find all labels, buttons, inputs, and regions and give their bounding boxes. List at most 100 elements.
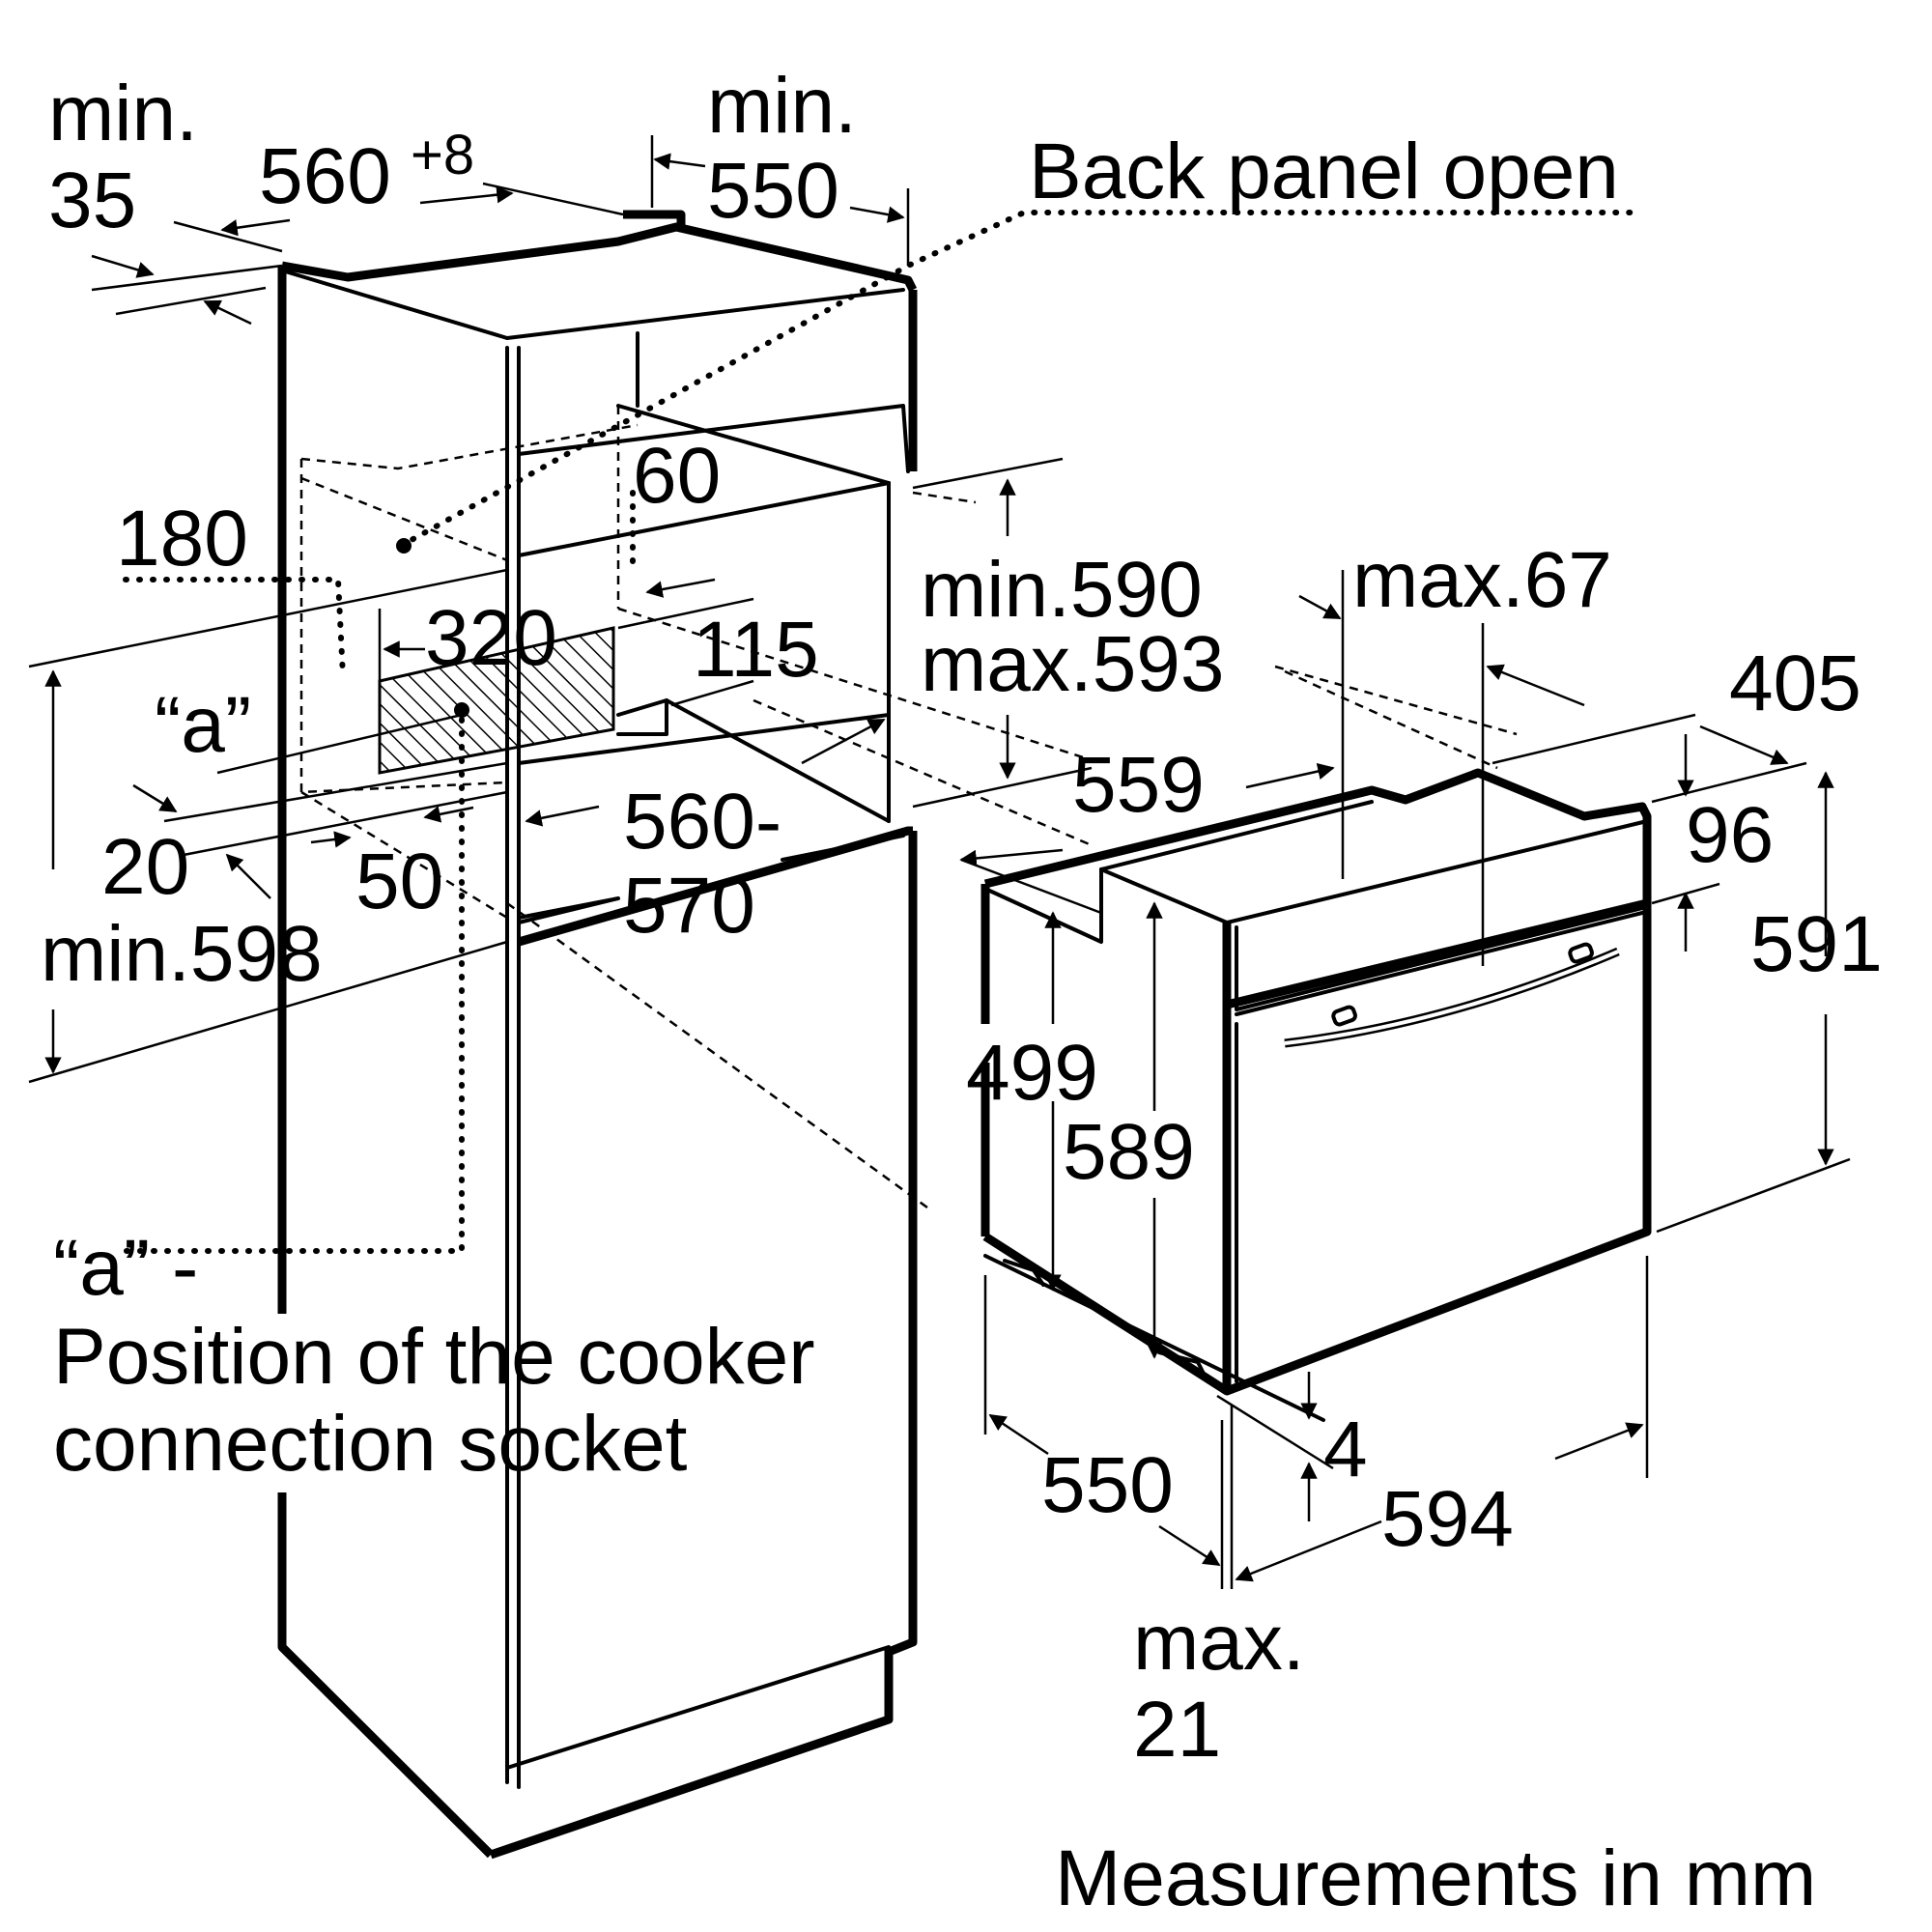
dim-4-ext <box>1216 1394 1334 1470</box>
label-96: 96 <box>1686 791 1774 879</box>
cabinet-bottom-inner <box>505 1645 891 1770</box>
guide-dash-5 <box>617 607 1102 765</box>
guide-dash-1 <box>912 491 977 504</box>
dim-594-arrow1 <box>1235 1520 1382 1582</box>
legend-line2: connection socket <box>53 1400 688 1488</box>
label-560-570-a: 560- <box>623 778 781 866</box>
label-min-35a: min. <box>48 70 198 157</box>
dim-min35-arrow1 <box>91 254 155 278</box>
handle-mount-right <box>1568 942 1594 964</box>
oven-side-inner <box>1099 867 1229 924</box>
label-4: 4 <box>1323 1406 1368 1493</box>
label-35: 35 <box>48 156 136 244</box>
dim-560-570-arrow-left <box>525 805 600 827</box>
dim-559-arrow-left <box>959 848 1064 867</box>
dim-598-ext-bottom <box>28 940 508 1084</box>
label-115: 115 <box>693 606 819 694</box>
label-550-bottom: 550 <box>1041 1441 1174 1529</box>
dim-min35-arrow2 <box>203 299 252 326</box>
cabinet-left-bottom <box>277 1492 495 1859</box>
niche-floor-side <box>665 698 891 823</box>
dim-96-ext <box>1651 882 1720 905</box>
label-591: 591 <box>1750 900 1883 988</box>
dim-405-ext-top <box>1492 713 1696 765</box>
socket-point <box>454 702 469 718</box>
cabinet-top-edge <box>281 222 918 293</box>
label-min-550: min. <box>707 62 857 150</box>
oven-handle <box>1284 947 1620 1048</box>
cabinet-bottom-front <box>489 1647 894 1860</box>
niche-floor-back <box>616 698 668 736</box>
upper-shelf-bottom <box>517 404 910 473</box>
legend-line1: Position of the cooker <box>53 1313 815 1401</box>
upper-shelf-side <box>280 269 509 340</box>
label-594: 594 <box>1381 1475 1514 1563</box>
dim-560-570-arrow-right <box>801 718 886 765</box>
oven-door-top <box>1235 911 1644 1016</box>
dim-560-arrow-right <box>419 185 514 205</box>
label-560: 560 <box>259 132 391 220</box>
guide-dash-2 <box>753 698 1093 847</box>
dim-550-arrow-left <box>653 153 706 170</box>
upper-shelf-front <box>505 288 905 340</box>
label-back-panel-open: Back panel open <box>1029 128 1619 215</box>
socket-marker-line <box>216 713 463 775</box>
back-panel-point <box>396 538 412 554</box>
dim-67-arrow2 <box>1486 664 1585 707</box>
dim-20-ext <box>163 761 508 823</box>
label-50: 50 <box>355 838 443 925</box>
dim-405-arrow <box>1699 724 1789 765</box>
cabinet-right-lower <box>887 831 918 1657</box>
oven-handle-highlight <box>1284 950 1619 1045</box>
label-min590: min.590 <box>921 546 1203 634</box>
dim-20-arrow2 <box>225 853 271 899</box>
footer-units: Measurements in mm <box>1055 1834 1816 1922</box>
label-405: 405 <box>1729 639 1861 727</box>
label-560-tolerance: +8 <box>411 124 474 186</box>
niche-bottom-shelf <box>517 896 620 924</box>
socket-dotted <box>123 717 465 1254</box>
back-panel-dotted-leader <box>398 210 1635 549</box>
dim-115-arrow <box>645 578 716 598</box>
label-180: 180 <box>116 495 248 582</box>
back-panel-dashed2 <box>300 476 508 562</box>
dim-559-ext <box>960 858 1102 915</box>
dim-560-arrow-left <box>220 218 291 237</box>
label-320: 320 <box>425 594 557 682</box>
dim-67-arrow1 <box>1298 594 1342 620</box>
handle-mount-left <box>1331 1005 1357 1027</box>
dim-min35-ext2 <box>91 264 283 292</box>
label-560-570-b: 570 <box>623 862 755 950</box>
dim-598-ext-top <box>28 568 508 668</box>
label-20: 20 <box>101 823 189 911</box>
dim-50-arrow1 <box>310 831 352 848</box>
dim-591-ext <box>1656 1157 1851 1234</box>
label-550-top: 550 <box>707 147 839 235</box>
back-panel-dashed <box>300 423 639 470</box>
dim-min35-ext3 <box>115 286 267 316</box>
oven-top-inner <box>1099 800 1374 871</box>
dim-559-arrow-right <box>1245 762 1335 789</box>
oven-front <box>1222 903 1652 1396</box>
dim-550-arrow2 <box>1158 1524 1221 1567</box>
dim-550-arrow-right <box>849 206 905 223</box>
label-max21-b: 21 <box>1133 1686 1221 1774</box>
guide-dash-6 <box>1274 665 1518 736</box>
labels: min. 35 560 +8 min. 550 Back panel open … <box>41 62 1883 1922</box>
oven-foot-left <box>1003 1259 1045 1287</box>
dim-560-ext <box>482 182 624 216</box>
oven-side-top <box>983 867 1103 944</box>
label-max21-a: max. <box>1133 1599 1305 1687</box>
dim-50-arrow2 <box>423 806 474 823</box>
upper-floor-side <box>616 404 891 485</box>
dim-590-ext-bottom <box>912 766 1093 809</box>
dim-594-arrow2 <box>1554 1422 1644 1461</box>
niche-floor-front <box>517 713 891 765</box>
guide-dash-3 <box>1284 669 1498 770</box>
upper-floor-edge <box>517 481 891 557</box>
oven-dimensions <box>959 570 1851 1589</box>
label-60: 60 <box>633 432 721 520</box>
cabinet-drawing <box>277 210 918 1860</box>
label-499: 499 <box>966 1029 1098 1117</box>
